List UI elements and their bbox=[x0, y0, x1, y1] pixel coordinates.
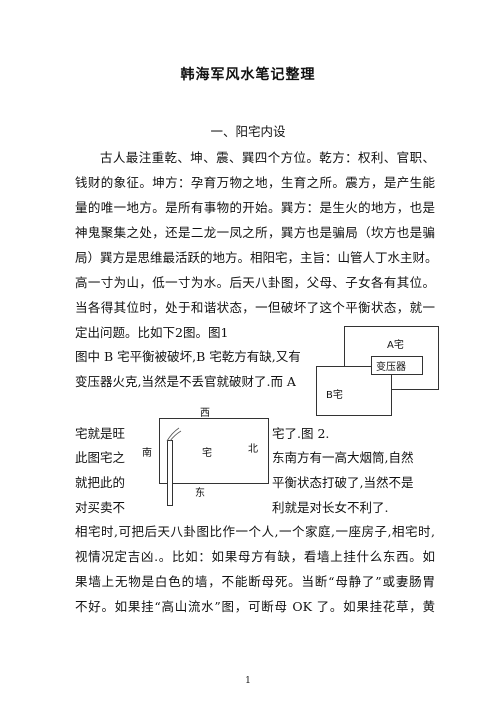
direction-east: 东 bbox=[195, 488, 205, 499]
text-line: 变压器火克,当然是不丢官就破财了.而 A bbox=[75, 374, 296, 389]
text-line: 相宅时,可把后天八卦图比作一个人,一个家庭,一座房子,相宅时, bbox=[75, 524, 435, 539]
text-line: 宅就是旺 bbox=[75, 426, 126, 441]
text-line: 定出问题。比如下2图。图1 bbox=[75, 325, 229, 340]
text-line: 此图宅之 bbox=[75, 450, 126, 465]
text-line: 不好。如果挂“高山流水”图，可断母 OK 了。如果挂花草，黄 bbox=[75, 599, 435, 614]
document-title: 韩海军风水笔记整理 bbox=[180, 67, 316, 83]
house-label: 宅 bbox=[202, 448, 212, 459]
text-line: 就把此的 bbox=[75, 475, 126, 490]
direction-north: 北 bbox=[248, 444, 258, 455]
text-line: 量的唯一地方。是所有事物的开始。巽方：是生火的地方，也是 bbox=[75, 200, 435, 215]
section-heading: 一、阳宅内设 bbox=[210, 124, 286, 139]
text-line: 利就是对长女不利了. bbox=[272, 500, 389, 515]
text-line: 局）巽方是思维最活跃的地方。相阳宅，主旨：山管人丁水主财。 bbox=[75, 250, 435, 265]
transformer-box bbox=[371, 356, 423, 375]
text-line: 平衡状态打破了,当然不是 bbox=[272, 475, 414, 490]
text-line: 视情况定吉凶.。比如：如果母方有缺，看墙上挂什么东西。如 bbox=[75, 549, 435, 564]
smoke-icon bbox=[166, 427, 182, 442]
text-line: 钱财的象征。坤方：孕育万物之地，生育之所。震方，是产生能 bbox=[75, 175, 435, 190]
text-line: 古人最注重乾、坤、震、巽四个方位。乾方：权利、官职、 bbox=[100, 150, 435, 165]
direction-south: 南 bbox=[142, 448, 152, 459]
text-line: 图中 B 宅平衡被破坏,B 宅乾方有缺,又有 bbox=[75, 349, 301, 364]
page-number: 1 bbox=[245, 676, 251, 686]
text-line: 高一寸为山，低一寸为水。后天八卦图，父母、子女各有其位。 bbox=[75, 275, 435, 290]
text-line: 果墙上无物是白色的墙，不能断母死。当断“母静了”或妻肠胃 bbox=[75, 574, 435, 589]
text-line: 当各得其位时，处于和谐状态，一但破坏了这个平衡状态，就一 bbox=[75, 300, 435, 315]
figure-2: 西 南 宅 北 东 bbox=[140, 404, 270, 508]
figure-1: A宅 变压器 B宅 bbox=[314, 326, 439, 416]
text-line: 宅了.图 2. bbox=[272, 426, 330, 441]
house-b-label: B宅 bbox=[326, 390, 343, 401]
paragraph-1: 古人最注重乾、坤、震、巽四个方位。乾方：权利、官职、 钱财的象征。坤方：孕育万物… bbox=[75, 145, 435, 345]
chimney bbox=[167, 440, 173, 506]
text-line: 对买卖不 bbox=[75, 500, 126, 515]
direction-west: 西 bbox=[200, 408, 210, 419]
house-a-label: A宅 bbox=[387, 340, 404, 351]
paragraph-2: 相宅时,可把后天八卦图比作一个人,一个家庭,一座房子,相宅时, 视情况定吉凶.。… bbox=[75, 519, 435, 619]
transformer-label: 变压器 bbox=[376, 362, 406, 373]
text-line: 神鬼聚集之处，还是二龙一凤之所，巽方也是骗局（坎方也是骗 bbox=[75, 225, 435, 240]
text-line: 东南方有一高大烟筒,自然 bbox=[272, 450, 414, 465]
